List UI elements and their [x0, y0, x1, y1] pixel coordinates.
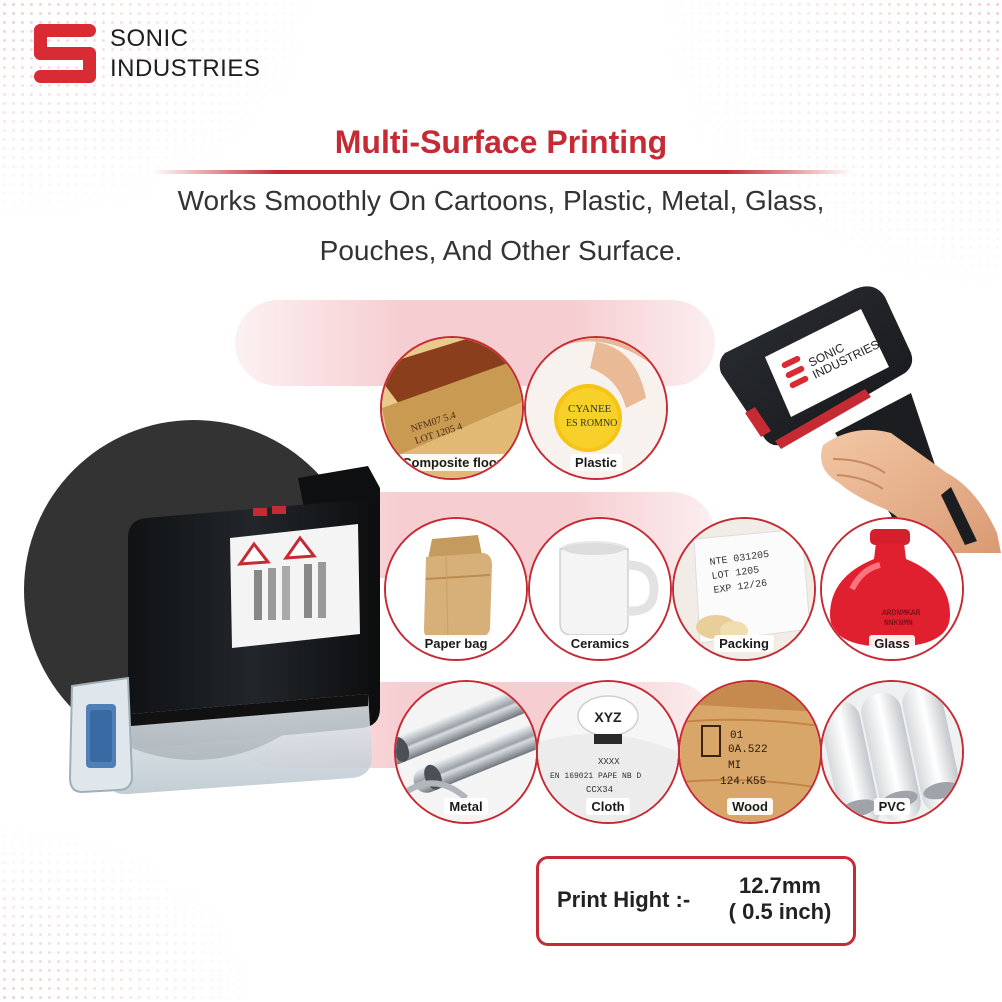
wood-print-4: 124.K55 — [720, 776, 766, 788]
brand-line-1: SONIC — [110, 25, 189, 52]
subheadline: Works Smoothly On Cartoons, Plastic, Met… — [0, 176, 1002, 276]
cloth-print-logo: XYZ — [594, 709, 622, 725]
surface-label: PVC — [822, 798, 962, 815]
packing-pouch-icon: NTE 031205 LOT 1205 EXP 12/26 — [674, 519, 814, 659]
surface-paper-bag: Paper bag — [384, 517, 528, 661]
wood-print-1: 01 — [730, 730, 744, 742]
ink-cartridge-image — [68, 466, 380, 795]
plastic-print-1: CYANEE — [568, 403, 612, 415]
surface-label: Wood — [680, 798, 820, 815]
svg-text:ARDNMKAR: ARDNMKAR — [882, 609, 921, 618]
brand-name: SONIC INDUSTRIES — [110, 24, 260, 84]
wood-print-3: MI — [728, 760, 741, 772]
wood-print-2: 0A.522 — [728, 744, 768, 756]
print-height-inch: ( 0.5 inch) — [728, 899, 832, 924]
svg-text:NNKNMN: NNKNMN — [884, 619, 913, 628]
surface-label: Plastic — [526, 454, 666, 471]
surface-composite-floor: NFM07 5.4 LOT 1205 4 Composite floor — [380, 336, 524, 480]
glass-bottle-icon: ARDNMKAR NNKNMN — [822, 519, 962, 659]
plastic-print-2: ES ROMNO — [566, 418, 617, 429]
surface-label: Metal — [396, 798, 536, 815]
surface-label: Ceramics — [530, 635, 670, 652]
surface-ceramics: Ceramics — [528, 517, 672, 661]
cloth-print-3: CCX34 — [586, 785, 613, 795]
headline-underline — [152, 170, 852, 174]
surface-label: Paper bag — [386, 635, 526, 652]
print-height-label: Print Hight :- — [557, 887, 691, 912]
surface-wood: 01 0A.522 MI 124.K55 Wood — [678, 680, 822, 824]
subheadline-line-1: Works Smoothly On Cartoons, Plastic, Met… — [177, 185, 825, 216]
subheadline-line-2: Pouches, And Other Surface. — [319, 235, 683, 266]
surface-label: Glass — [822, 635, 962, 652]
headline: Multi-Surface Printing — [334, 124, 668, 160]
surface-pvc: PVC — [820, 680, 964, 824]
surface-cloth: XYZ XXXX EN 169021 PAPE NB D CCX34 Cloth — [536, 680, 680, 824]
handheld-printer-image: SONIC INDUSTRIES — [719, 286, 1001, 553]
sonic-logo-icon — [34, 24, 96, 83]
surface-label: Cloth — [538, 798, 678, 815]
surface-label: Composite floor — [382, 454, 522, 471]
cloth-print-2: EN 169021 PAPE NB D — [550, 772, 641, 781]
surface-glass: ARDNMKAR NNKNMN Glass — [820, 517, 964, 661]
surface-metal: Metal — [394, 680, 538, 824]
cloth-print-1: XXXX — [598, 757, 620, 767]
print-height-mm: 12.7mm — [739, 873, 821, 898]
brand-logo: SONIC INDUSTRIES — [34, 22, 260, 86]
print-height-value: 12.7mm ( 0.5 inch) — [715, 873, 845, 925]
brand-line-2: INDUSTRIES — [110, 55, 261, 82]
dot-pattern — [0, 0, 330, 230]
surface-label: Packing — [674, 635, 814, 652]
surface-packing: NTE 031205 LOT 1205 EXP 12/26 Packing — [672, 517, 816, 661]
dot-pattern — [0, 822, 260, 1002]
surface-plastic: CYANEE ES ROMNO Plastic — [524, 336, 668, 480]
dot-pattern — [642, 0, 1002, 300]
print-height-spec: Print Hight :- 12.7mm ( 0.5 inch) — [536, 856, 856, 946]
